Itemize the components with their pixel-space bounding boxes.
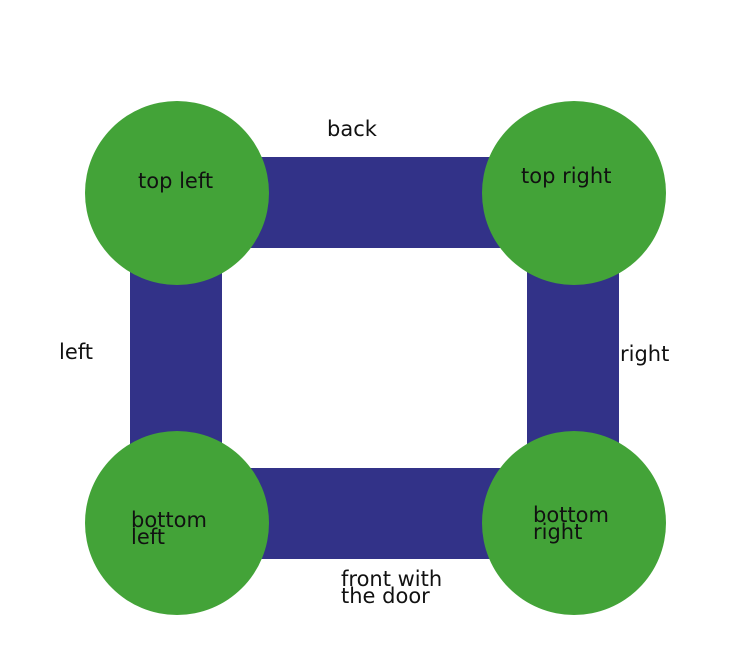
side-label-front: front with the door <box>341 567 443 608</box>
corner-label-top-right: top right <box>521 164 612 188</box>
side-label-back: back <box>327 117 377 141</box>
corner-label-bottom-left: bottom left <box>131 508 207 549</box>
corner-label-bottom-right: bottom right <box>533 503 609 544</box>
corner-label-top-left: top left <box>138 169 214 193</box>
wall-back <box>226 157 526 248</box>
corner-bottom-left <box>85 431 269 615</box>
corner-bottom-right <box>482 431 666 615</box>
corner-top-left <box>85 101 269 285</box>
wall-front <box>226 468 526 559</box>
side-label-left: left <box>59 340 94 364</box>
side-label-right: right <box>620 342 670 366</box>
corner-top-right <box>482 101 666 285</box>
